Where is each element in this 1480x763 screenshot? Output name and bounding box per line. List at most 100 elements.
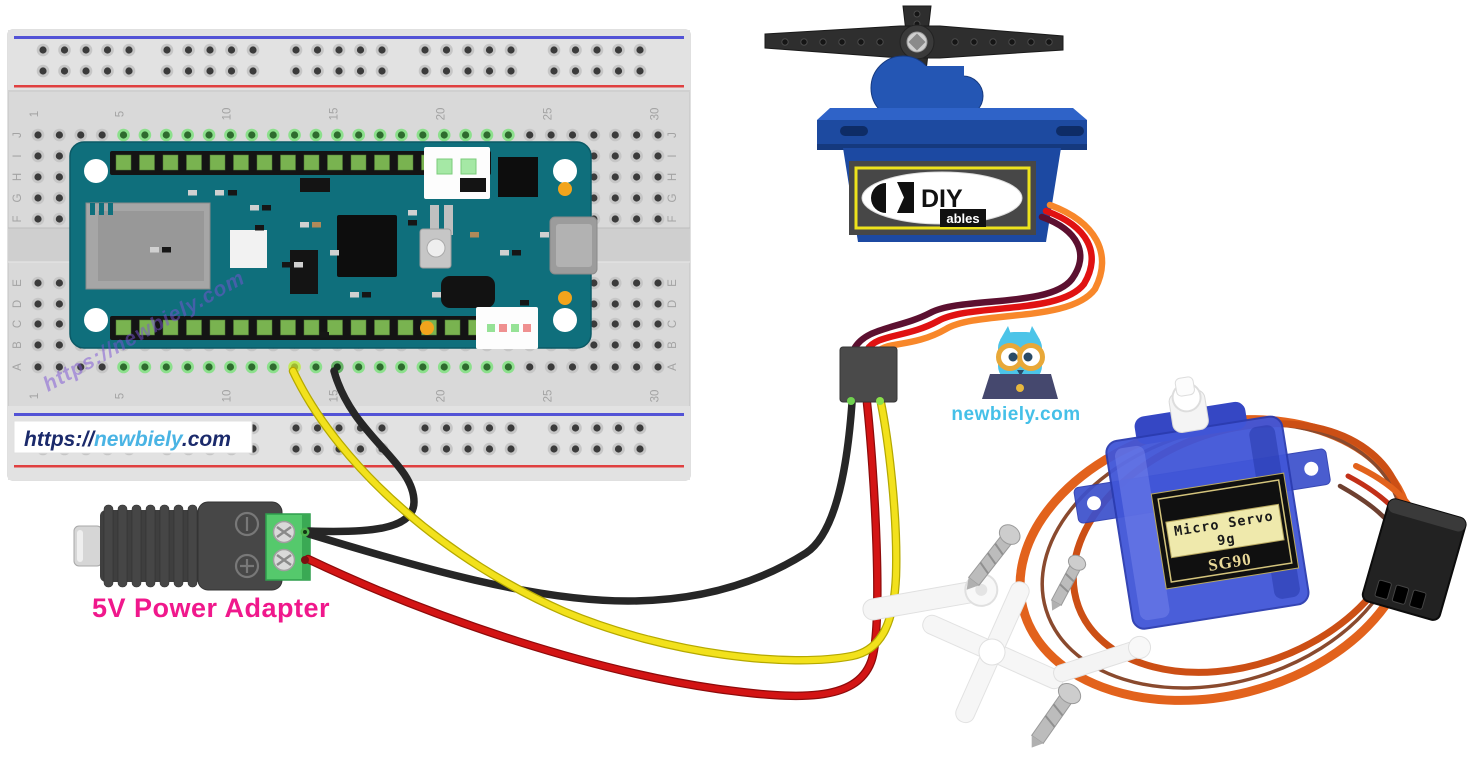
breadboard-hole-center (590, 173, 598, 181)
crypto-chip (498, 157, 538, 197)
smd-component (520, 300, 529, 306)
breadboard-hole-center (77, 131, 85, 139)
reset-button-cap (426, 238, 446, 258)
breadboard-hole-center (34, 194, 42, 202)
breadboard-grid-label: J (667, 132, 679, 138)
breadboard-grid-label: E (667, 279, 679, 287)
breadboard-hole-center (654, 173, 662, 181)
breadboard-hole-center (119, 363, 128, 371)
small-ic (460, 178, 486, 192)
breadboard-hole-center (34, 215, 42, 223)
breadboard-hole-center (483, 363, 491, 371)
smd-component (282, 262, 291, 268)
header-pad (162, 154, 179, 171)
header-pad (256, 319, 273, 336)
breadboard-hole-center (590, 363, 598, 371)
breadboard-hole-center (77, 363, 85, 371)
header-pad (327, 154, 343, 171)
breadboard-hole-center (633, 300, 641, 308)
breadboard-hole-center (636, 46, 644, 54)
breadboard-hole-center (103, 46, 112, 54)
terminal-screw (272, 548, 296, 572)
breadboard-hole-center (611, 131, 619, 139)
breadboard-grid-label: G (12, 193, 24, 202)
header-pad (115, 319, 132, 336)
servo-shaft-bridge (898, 66, 964, 116)
label-yellow-frame (854, 166, 1031, 230)
breadboard-hole-center (397, 363, 406, 371)
breadboard-top-rail-zone (8, 30, 690, 92)
breadboard-hole-center (485, 424, 494, 432)
header-pads (115, 154, 484, 336)
breadboard-hole-center (34, 279, 42, 287)
breadboard-hole-center (378, 46, 386, 54)
breadboard-hole-center (611, 300, 619, 308)
breadboard-hole-center (34, 300, 42, 308)
breadboard-hole-center (568, 363, 577, 371)
breadboard-hole-center (141, 131, 149, 139)
brand-sub-box (940, 209, 986, 227)
header-pad (374, 154, 390, 171)
horn-screw-head (908, 33, 926, 51)
breadboard-grid-label: 1 (29, 393, 41, 399)
header-pad (350, 319, 367, 336)
smd-component (262, 205, 271, 211)
servo-brand-label: DIY ables (849, 161, 1036, 235)
breadboard-hole-center (419, 131, 427, 139)
breadboard-hole-center (590, 194, 598, 202)
diyables-servo: DIY ables (764, 5, 1087, 242)
breadboard-hole-center (163, 67, 171, 75)
breadboard-hole-center (442, 46, 451, 54)
breadboard-hole-center (485, 46, 494, 54)
breadboard-hole-center (162, 363, 170, 371)
smd-component (162, 247, 171, 253)
breadboard-hole-center (462, 131, 470, 139)
mounting-hole (553, 308, 577, 332)
breadboard-hole-center (507, 46, 515, 54)
breadboard-hole-center (141, 363, 149, 371)
smd-component (255, 225, 264, 231)
breadboard-hole-center (504, 363, 512, 371)
breadboard-grid-label: 25 (542, 108, 554, 121)
wire-splice-connector (839, 346, 898, 403)
breadboard-grid-label: 5 (115, 111, 127, 117)
breadboard-hole-center (313, 67, 322, 75)
laptop-logo-dot (1016, 384, 1024, 392)
breadboard-hole-center (397, 131, 406, 139)
breadboard-grid-label: 5 (115, 393, 127, 399)
connector-pin-slot (1409, 589, 1427, 610)
breadboard-hole-center (248, 131, 256, 139)
breadboard-hole-center (419, 363, 427, 371)
breadboard-hole-center (335, 424, 343, 432)
breadboard-hole-center (611, 320, 619, 328)
breadboard-hole-center (184, 46, 193, 54)
breadboard-hole-center (82, 46, 90, 54)
bottom-pin-header (110, 316, 491, 340)
breadboard-hole-center (633, 341, 641, 349)
arduino-mkr-board (69, 141, 598, 349)
breadboard-hole-center (205, 131, 213, 139)
smd-component (500, 250, 509, 256)
sg90-body-group: Micro Servo 9g SG90 (1073, 376, 1331, 630)
breadboard-hole-center (504, 131, 512, 139)
diyables-logo-icon (871, 182, 914, 213)
breadboard-hole-center (636, 445, 644, 453)
breadboard-grid-label: 10 (221, 108, 233, 121)
top-rail-blue-line (14, 36, 684, 39)
breadboard-hole-center (654, 152, 662, 160)
sg90-label-line2: 9g (1216, 531, 1237, 550)
breadboard-hole-center (312, 131, 320, 139)
brand-text-sub: ables (946, 211, 979, 226)
breadboard-grid-label: F (12, 215, 24, 222)
breadboard-hole-center (590, 279, 598, 287)
breadboard-hole-center (636, 67, 644, 75)
polarity-power-icon (234, 511, 260, 537)
connector-pin (511, 324, 519, 332)
mounting-screw (966, 524, 1021, 590)
breadboard-hole-center (507, 424, 515, 432)
breadboard-hole-center (162, 131, 170, 139)
sg90-label-frame (1157, 479, 1293, 583)
smd-component (300, 222, 309, 228)
breadboard-hole-center (421, 46, 429, 54)
